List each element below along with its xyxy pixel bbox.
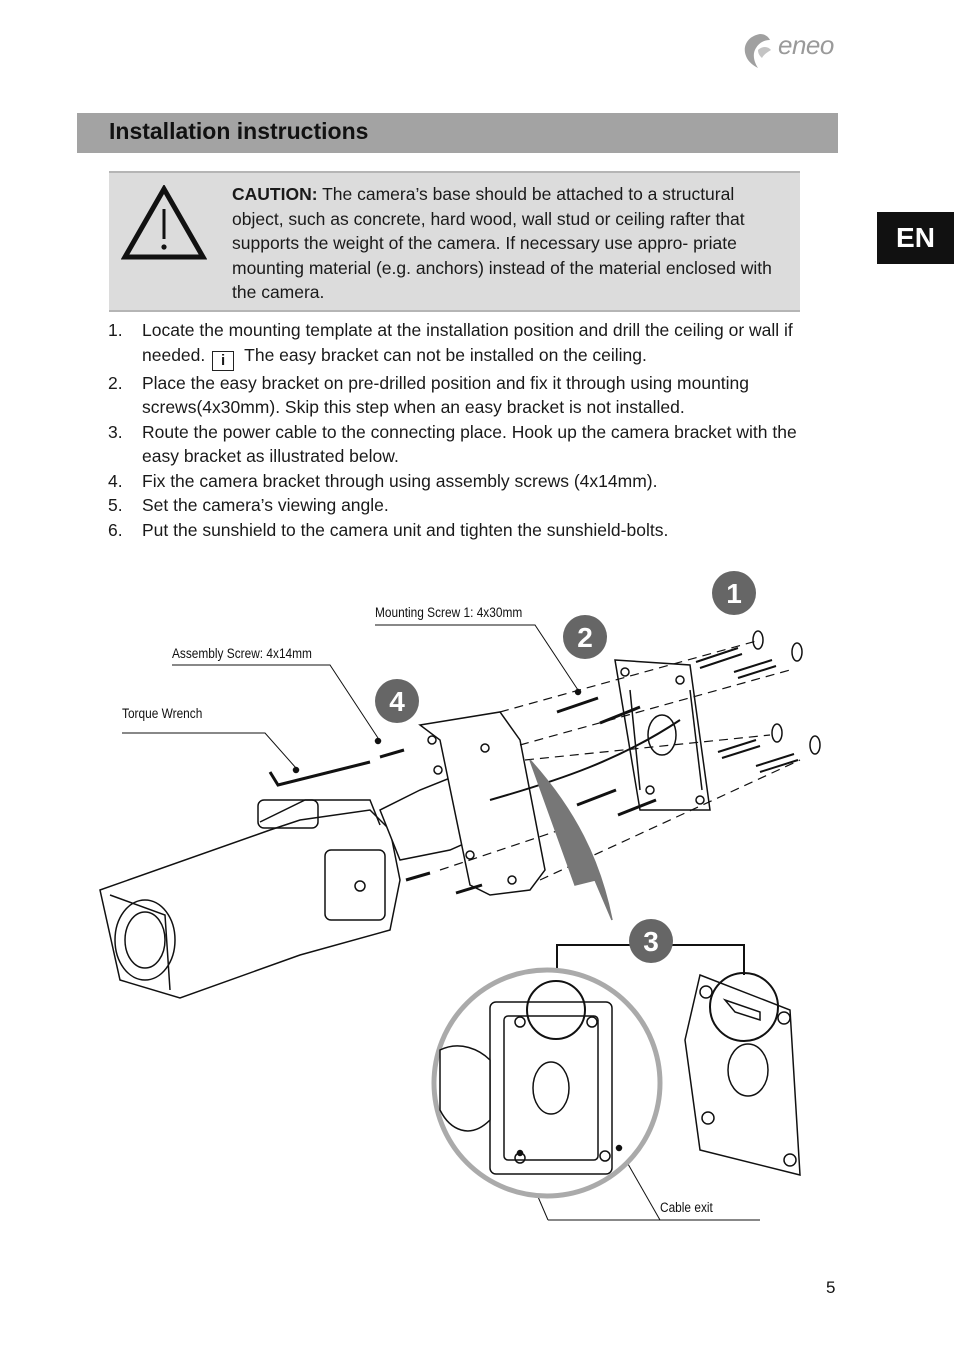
list-item: 6. Put the sunshield to the camera unit … — [108, 518, 838, 543]
language-tab: EN — [877, 212, 954, 264]
step-number: 4. — [108, 470, 123, 491]
warning-triangle-icon — [121, 185, 207, 260]
step-number: 2. — [108, 372, 123, 393]
installation-drawing: 1 2 3 4 — [99, 571, 821, 1221]
step-text: Put the sunshield to the camera unit and… — [142, 519, 669, 540]
screws-drawing — [379, 696, 657, 895]
badge-label-2: 2 — [577, 622, 593, 653]
step-number: 3. — [108, 421, 123, 442]
bracket-detail-drawing — [439, 980, 613, 1175]
caution-label: CAUTION: — [232, 184, 318, 204]
section-header: Installation instructions — [77, 113, 838, 153]
step-note: The easy bracket can not be installed on… — [244, 344, 647, 365]
camera-bracket-drawing — [379, 711, 546, 896]
step-text: Locate the mounting template at the inst… — [142, 320, 793, 365]
camera-body-drawing — [99, 799, 401, 999]
curved-arrow-icon — [529, 759, 613, 921]
info-icon: i — [212, 350, 235, 371]
caution-text: CAUTION: The camera’s base should be att… — [232, 182, 780, 305]
caution-body: The camera’s base should be attached to … — [232, 184, 772, 302]
torque-wrench-drawing — [268, 760, 371, 787]
list-item: 1. Locate the mounting template at the i… — [108, 318, 838, 371]
step-number: 6. — [108, 519, 123, 540]
drill-holes-drawing — [752, 630, 821, 755]
caution-box: CAUTION: The camera’s base should be att… — [109, 171, 800, 312]
step-text: Route the power cable to the connecting … — [142, 421, 797, 467]
eneo-logo-icon — [744, 34, 771, 68]
cable-exit-label: Cable exit — [660, 1200, 713, 1215]
list-item: 3. Route the power cable to the connecti… — [108, 420, 838, 469]
step-number: 5. — [108, 495, 123, 515]
plate-detail-drawing — [684, 972, 801, 1176]
badge-label-1: 1 — [726, 578, 742, 609]
installation-steps: 1. Locate the mounting template at the i… — [108, 318, 838, 542]
torque-wrench-label: Torque Wrench — [122, 706, 203, 721]
badge-label-4: 4 — [389, 686, 405, 717]
anchors-drawing — [695, 647, 799, 773]
assembly-screw-label: Assembly Screw: 4x14mm — [172, 646, 312, 661]
step-badges — [375, 571, 756, 963]
badge-2 — [563, 615, 607, 659]
list-item: 4. Fix the camera bracket through using … — [108, 469, 838, 494]
badge-label-3: 3 — [643, 926, 659, 957]
list-item: 5. Set the camera’s viewing angle. — [108, 493, 838, 518]
badge-4 — [375, 679, 419, 723]
page-number: 5 — [826, 1278, 836, 1297]
brand-name: eneo — [778, 30, 834, 60]
badge-3 — [629, 919, 673, 963]
step-text: Fix the camera bracket through using ass… — [142, 470, 658, 491]
list-item: 2. Place the easy bracket on pre-drilled… — [108, 371, 838, 420]
badge-1 — [712, 571, 756, 615]
easy-bracket-drawing — [614, 659, 711, 811]
step-text: Place the easy bracket on pre-drilled po… — [142, 372, 750, 418]
step-text: Set the camera’s viewing angle. — [142, 495, 389, 515]
cable-drawing — [489, 719, 681, 801]
step-number: 1. — [108, 320, 123, 340]
installation-diagram: 1 2 3 4 Mounting Screw 1: 4x30mm Assembl… — [90, 560, 850, 1240]
page-title: Installation instructions — [109, 118, 369, 144]
mounting-screw-label: Mounting Screw 1: 4x30mm — [375, 605, 523, 620]
